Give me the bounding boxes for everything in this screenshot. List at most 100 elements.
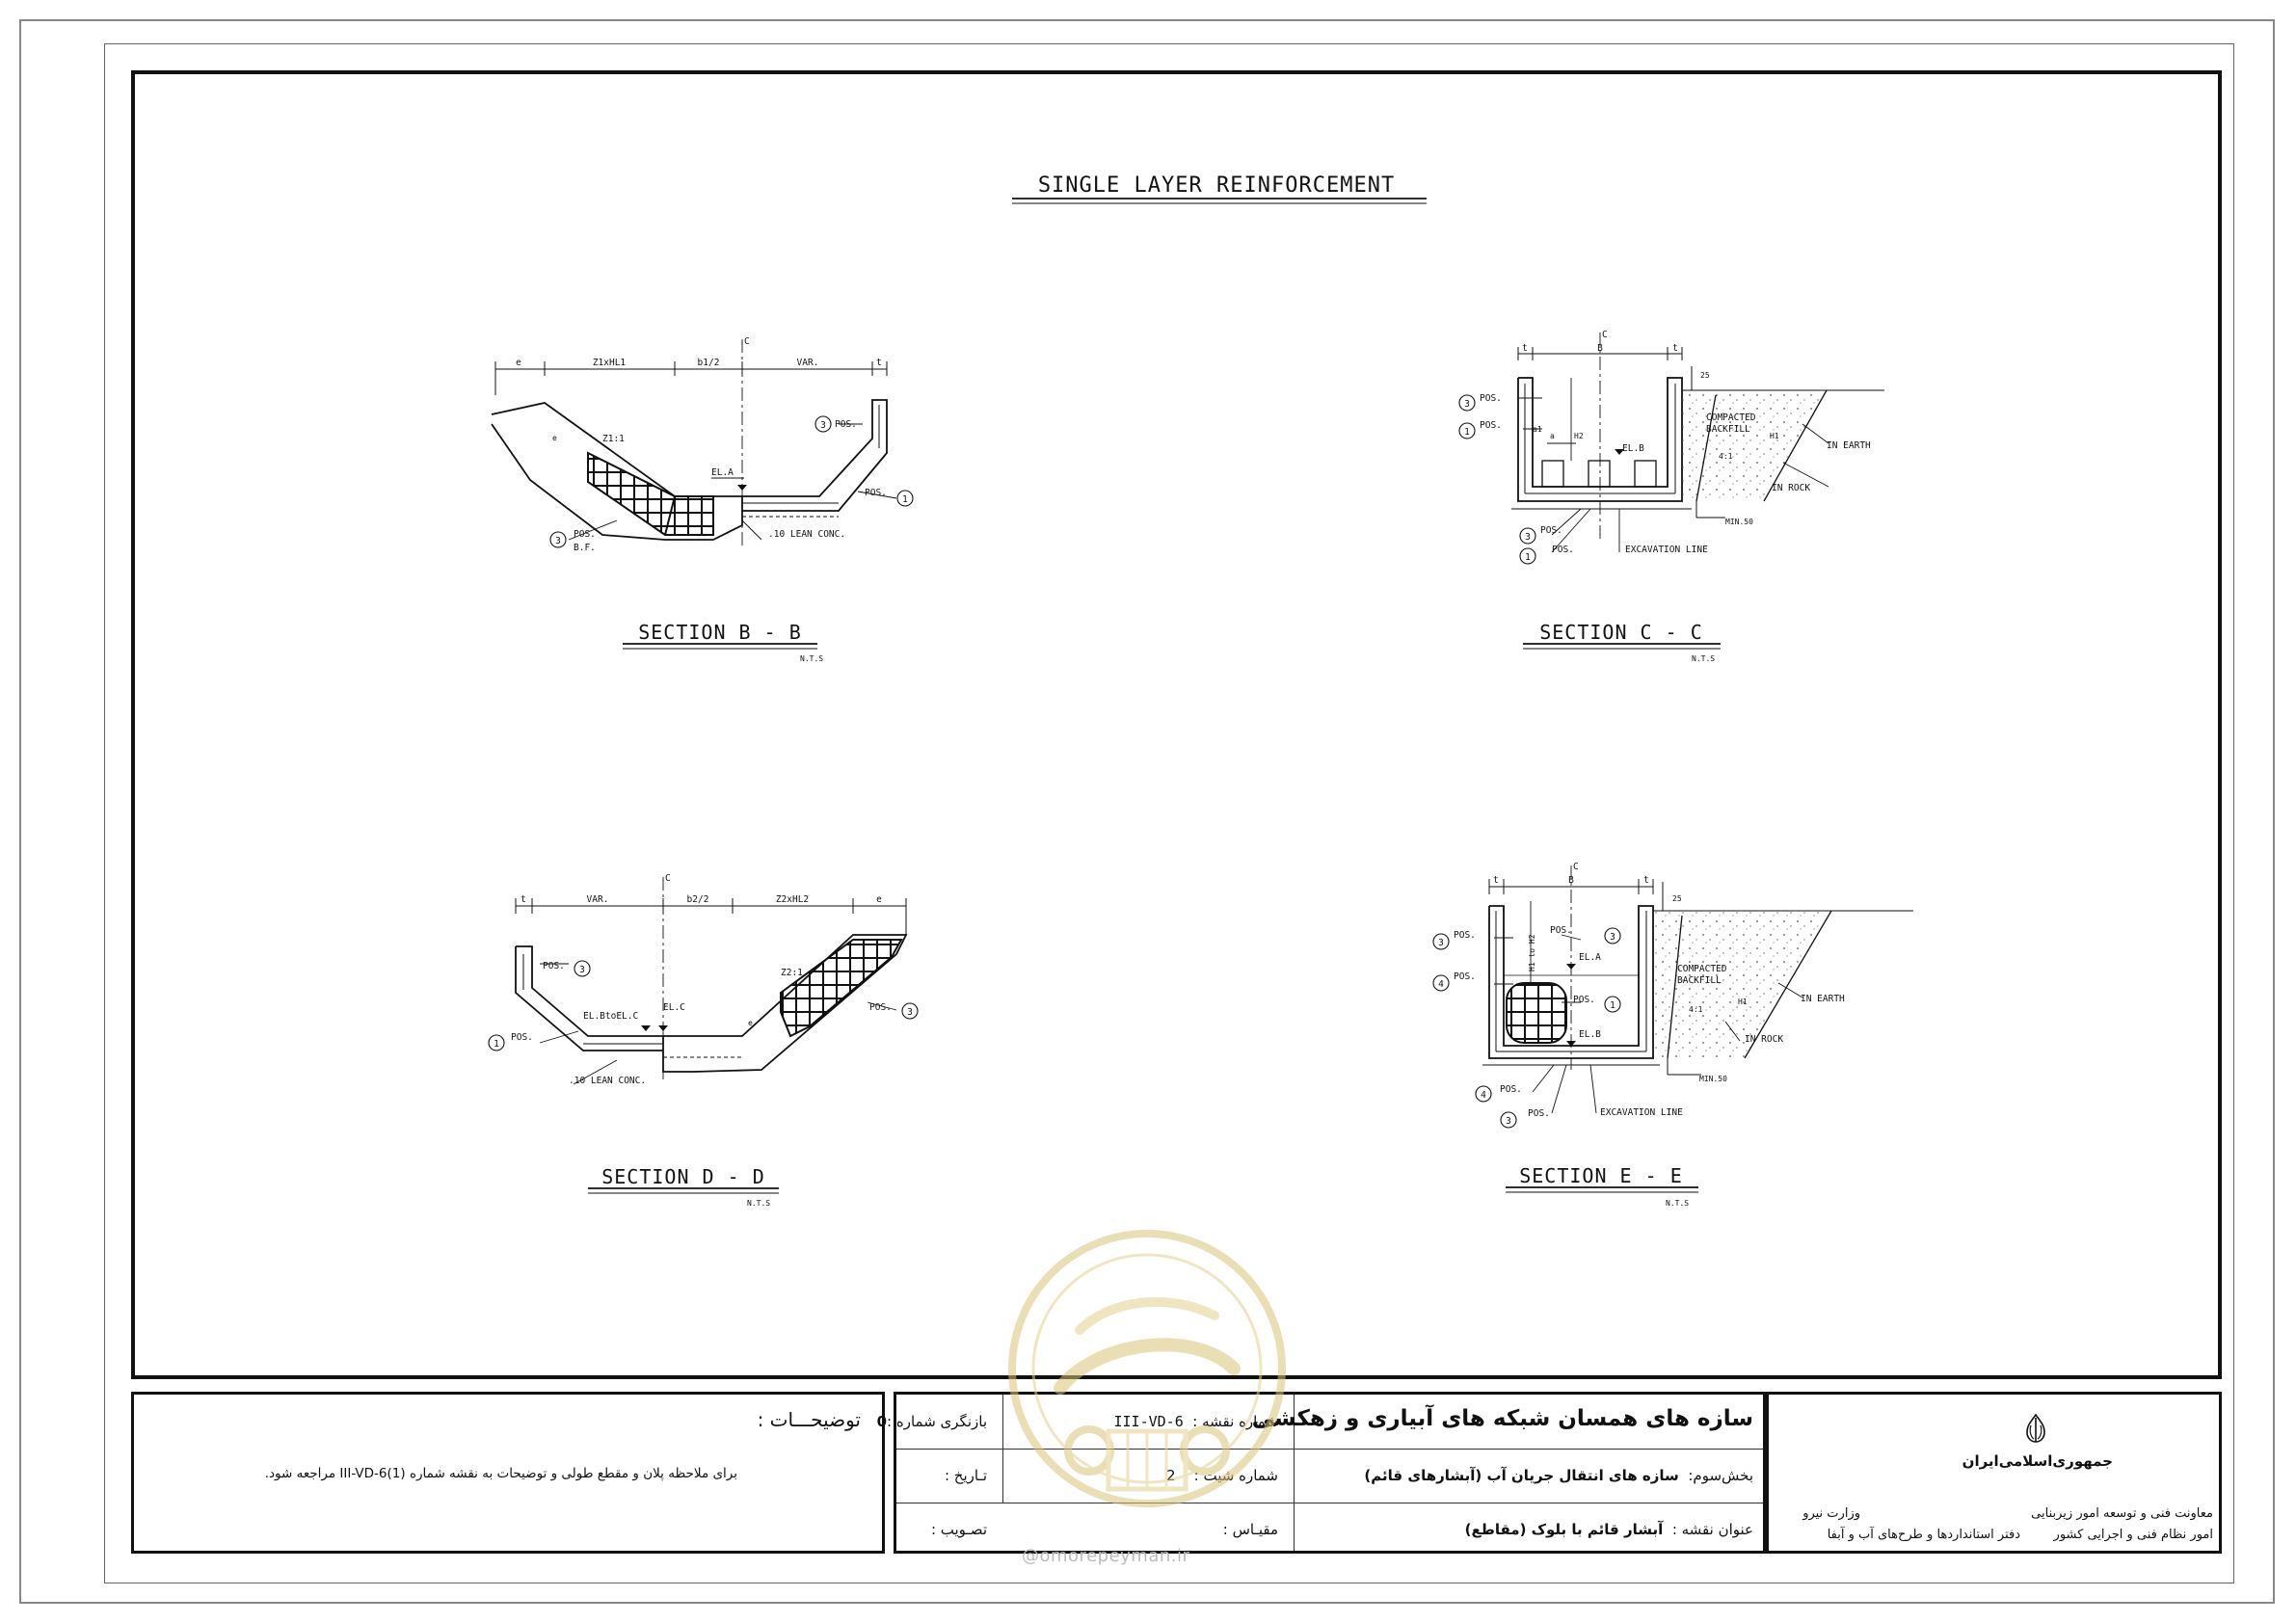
section-bb-title: SECTION B - B bbox=[638, 621, 802, 644]
svg-text:1: 1 bbox=[1464, 427, 1470, 438]
scale-cell: مقیـاس : bbox=[1222, 1521, 1278, 1538]
section-dd-text: t VAR. b2/2 Z2xHL2 e C Z2:1 e EL.C EL.Bt… bbox=[494, 873, 913, 1208]
section-bb-text: e Z1xHL1 b1/2 VAR. t C Z1:1 e EL.A .10 L… bbox=[516, 336, 908, 663]
svg-text:EL.A: EL.A bbox=[711, 467, 734, 478]
svg-text:B.F.: B.F. bbox=[574, 543, 596, 553]
svg-text:3: 3 bbox=[1506, 1116, 1511, 1127]
svg-text:POS.: POS. bbox=[1528, 1108, 1550, 1119]
svg-text:e: e bbox=[516, 358, 521, 368]
svg-text:.10 LEAN CONC.: .10 LEAN CONC. bbox=[569, 1076, 646, 1086]
svg-text:e: e bbox=[876, 894, 882, 905]
title-block: سازه های همسان شبکه های آبیاری و زهکشی ب… bbox=[876, 1392, 1766, 1554]
svg-text:t: t bbox=[876, 358, 882, 368]
svg-text:POS.: POS. bbox=[1454, 971, 1476, 982]
notes-panel: توضیحـــات : برای ملاحظه پلان و مقطع طول… bbox=[131, 1392, 885, 1554]
svg-text:C: C bbox=[665, 873, 671, 884]
svg-text:C: C bbox=[1602, 330, 1608, 340]
svg-text:.10 LEAN CONC.: .10 LEAN CONC. bbox=[768, 529, 845, 540]
svg-text:POS.: POS. bbox=[1573, 995, 1595, 1005]
drawing-title-row: عنوان نقشه : آبشار قائم با بلوک (مقاطع) bbox=[1464, 1521, 1753, 1538]
svg-text:POS.: POS. bbox=[865, 488, 887, 498]
section-cc-title: SECTION C - C bbox=[1539, 621, 1703, 644]
svg-text:1: 1 bbox=[494, 1039, 499, 1050]
svg-text:MIN.50: MIN.50 bbox=[1725, 518, 1753, 526]
svg-text:t: t bbox=[521, 894, 526, 905]
svg-text:COMPACTED: COMPACTED bbox=[1677, 964, 1727, 974]
deputy-name: معاونت فنی و توسعه امور زیربنایی bbox=[2031, 1506, 2213, 1521]
section-bb bbox=[491, 339, 914, 650]
svg-text:3: 3 bbox=[907, 1007, 913, 1018]
svg-text:H1 to H2: H1 to H2 bbox=[1528, 934, 1536, 971]
sheet-number-cell: شماره شیت : 2 bbox=[1166, 1467, 1278, 1484]
svg-text:POS.: POS. bbox=[1552, 545, 1574, 555]
section-cc-scale: N.T.S bbox=[1692, 654, 1715, 663]
svg-text:EL.A: EL.A bbox=[1579, 952, 1601, 963]
svg-text:Z1xHL1: Z1xHL1 bbox=[593, 358, 627, 368]
section-dd-title: SECTION D - D bbox=[601, 1165, 765, 1188]
authority-panel: جمهوری‌اسلامی‌ایران معاونت فنی و توسعه ا… bbox=[1766, 1392, 2222, 1554]
svg-text:4: 4 bbox=[1438, 979, 1444, 990]
svg-text:H1: H1 bbox=[1770, 432, 1779, 440]
section-ee bbox=[1432, 865, 1913, 1193]
svg-text:VAR.: VAR. bbox=[587, 894, 609, 905]
svg-text:IN EARTH: IN EARTH bbox=[1827, 440, 1871, 451]
svg-text:b2/2: b2/2 bbox=[687, 894, 709, 905]
svg-text:POS.: POS. bbox=[1480, 393, 1502, 404]
svg-text:3: 3 bbox=[579, 965, 585, 975]
svg-text:POS.: POS. bbox=[869, 1002, 892, 1013]
revision-cell: بازنگری شماره : 0 bbox=[876, 1413, 987, 1430]
project-title: سازه های همسان شبکه های آبیاری و زهکشی bbox=[1251, 1406, 1753, 1431]
section-row: بخش‌سوم: سازه های انتقال جریان آب (آبشار… bbox=[1364, 1467, 1753, 1484]
svg-text:C: C bbox=[744, 336, 750, 347]
svg-text:B: B bbox=[1597, 343, 1603, 354]
section-ee-title: SECTION E - E bbox=[1519, 1164, 1683, 1187]
svg-text:Z2xHL2: Z2xHL2 bbox=[776, 894, 809, 905]
svg-text:POS.: POS. bbox=[1480, 420, 1502, 431]
section-ee-scale: N.T.S bbox=[1666, 1199, 1689, 1208]
inner-border bbox=[104, 43, 2234, 1583]
svg-text:B: B bbox=[1568, 875, 1574, 886]
bureau-name: دفتر استانداردها و طرح‌های آب و آبفا bbox=[1827, 1528, 2020, 1542]
notes-title: توضیحـــات : bbox=[757, 1408, 861, 1431]
svg-text:EL.B: EL.B bbox=[1622, 443, 1644, 454]
svg-text:1: 1 bbox=[1525, 552, 1531, 563]
section-ee-text: t B t C 25 H1 to H2 POS. POS. POS. POS. … bbox=[1438, 862, 1845, 1208]
sheet-title-text: SINGLE LAYER REINFORCEMENT bbox=[1038, 173, 1395, 198]
watermark-url: @omorepeyman.ir bbox=[1022, 1546, 1190, 1566]
svg-text:3: 3 bbox=[555, 536, 561, 546]
svg-text:e: e bbox=[552, 434, 557, 442]
section-cc-text: t B t C 25 a1 a H2 POS. POS. POS. POS. 3… bbox=[1464, 330, 1871, 663]
svg-text:POS.: POS. bbox=[543, 961, 565, 971]
svg-text:IN ROCK: IN ROCK bbox=[1772, 483, 1810, 493]
svg-text:3: 3 bbox=[820, 420, 826, 431]
approval-cell: تصـویب : bbox=[930, 1521, 987, 1538]
svg-text:b1/2: b1/2 bbox=[698, 358, 720, 368]
svg-text:H2: H2 bbox=[1574, 432, 1584, 440]
section-cc bbox=[1458, 333, 1884, 650]
svg-text:POS.: POS. bbox=[1550, 925, 1572, 936]
notes-body: برای ملاحظه پلان و مقطع طولی و توضیحات ب… bbox=[264, 1466, 737, 1481]
svg-text:t: t bbox=[1643, 875, 1649, 886]
sheet-title: SINGLE LAYER REINFORCEMENT bbox=[1012, 173, 1427, 204]
svg-text:Z2:1: Z2:1 bbox=[781, 968, 803, 978]
svg-text:t: t bbox=[1522, 343, 1528, 354]
svg-text:t: t bbox=[1493, 875, 1499, 886]
svg-text:POS.: POS. bbox=[1500, 1084, 1522, 1095]
ministry-name: وزارت نیرو bbox=[1802, 1506, 1860, 1521]
date-cell: تـاریخ : bbox=[944, 1467, 987, 1484]
svg-text:25: 25 bbox=[1700, 371, 1710, 380]
svg-text:25: 25 bbox=[1672, 894, 1682, 903]
drawing-canvas: SINGLE LAYER REINFORCEMENT bbox=[488, 173, 1913, 1208]
svg-text:3: 3 bbox=[1610, 932, 1615, 943]
svg-text:BACKFILL: BACKFILL bbox=[1677, 975, 1722, 986]
svg-text:POS.: POS. bbox=[1540, 525, 1562, 536]
section-dd bbox=[488, 877, 919, 1194]
svg-text:1: 1 bbox=[1610, 1000, 1615, 1011]
svg-text:3: 3 bbox=[1525, 532, 1531, 543]
svg-text:POS.: POS. bbox=[511, 1032, 533, 1043]
svg-text:4: 4 bbox=[1481, 1090, 1486, 1101]
drawing-number-cell: شماره نقشه : III-VD-6 bbox=[1113, 1413, 1279, 1430]
svg-text:4:1: 4:1 bbox=[1689, 1005, 1703, 1014]
svg-text:EXCAVATION LINE: EXCAVATION LINE bbox=[1625, 545, 1708, 555]
svg-text:C: C bbox=[1573, 862, 1579, 872]
